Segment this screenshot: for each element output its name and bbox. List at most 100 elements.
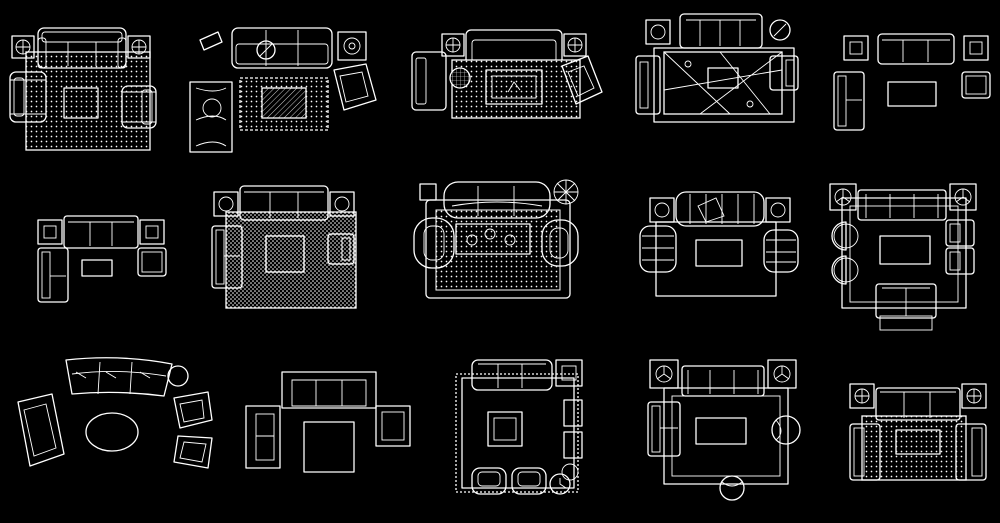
side-table [337,31,367,61]
sofa [877,33,955,65]
layout-2 [189,27,377,153]
layout-14 [647,359,801,501]
rug-inner [849,205,959,303]
layout-12 [245,371,411,473]
curved-sectional [189,81,233,153]
end-table-left [441,33,465,57]
round-side-table [167,365,189,387]
coffee-table [81,259,113,277]
armchair-right-top [173,391,213,429]
loveseat [211,225,243,289]
square-coffee-table [63,87,99,119]
square-coffee-table [265,235,305,273]
loveseat [833,71,865,131]
armchair-right [375,405,411,447]
end-table-right [963,35,989,61]
sofa [857,189,947,221]
side-cabinets [563,399,583,459]
armchair [561,55,603,105]
armchair-left [849,423,881,481]
end-table-left [11,35,35,59]
end-table-left [849,383,875,409]
end-table-left [37,219,63,245]
armchair-left [413,217,455,269]
armchair [769,55,799,91]
tufted-armchair-right [763,229,799,273]
sofa [443,181,551,219]
layout-15 [849,383,987,481]
square-coffee-table [303,421,355,473]
rug-border [425,199,571,299]
sofa [231,27,333,69]
end-table-left [649,197,675,223]
sofa [239,185,329,221]
armchair-left [9,71,47,123]
dotted-rug [225,211,357,309]
coffee-table [707,67,739,89]
layout-6 [37,215,167,303]
coffee-table [895,429,941,455]
armchair-top-right [945,219,975,247]
armchair-right [121,85,157,129]
coffee-table [455,223,531,255]
loveseat [635,55,661,115]
end-table-right [949,183,977,211]
layout-11 [17,357,213,469]
end-table-right [765,197,791,223]
layout-8 [413,179,579,299]
sofa [471,359,553,391]
loveseat [875,283,937,331]
end-table-left [843,35,869,61]
sofa [679,13,763,49]
layout-5 [833,33,991,131]
layout-4 [635,13,799,123]
loveseat [411,51,447,111]
tufted-sofa [675,191,765,227]
rug-outer [841,197,967,309]
ottoman [137,247,167,277]
layout-3 [411,29,603,119]
dotted-rug [25,51,151,151]
armchair-top-left [831,221,859,251]
loveseat [647,401,681,457]
armchair-left [245,405,281,469]
coffee-table [887,81,937,107]
tufted-armchair-left [639,225,677,273]
coffee-table [695,239,743,267]
end-table-left [649,359,679,389]
square-coffee-table [487,411,523,447]
sofa [63,215,139,249]
round-chair-bottom [719,475,745,501]
layout-10 [829,183,977,331]
three-seat-sofa [37,27,127,69]
dotted-rug [861,415,967,481]
rug-inner [671,395,781,477]
loveseat [37,247,69,303]
rug [655,221,777,297]
end-table-left [829,183,857,211]
side-table [419,183,437,201]
oval-coffee-table [85,412,139,452]
coffee-table [485,69,543,105]
end-table-right [127,35,151,59]
rectangular-coffee-table [261,87,307,119]
end-table-right [563,33,587,57]
armchair-left [17,393,65,467]
end-table-left [213,191,239,217]
coffee-table [879,235,931,265]
layout-1 [9,27,157,151]
sofa [681,365,765,397]
floor-lamp [769,19,791,41]
dotted-rug [435,209,561,291]
dotted-rug [451,59,581,119]
end-table-right [961,383,987,409]
end-table [555,359,583,387]
end-table [645,19,671,45]
armchair [333,63,377,111]
round-chair-right [771,415,801,445]
coffee-table [695,417,747,445]
armchair-right-bottom [173,435,213,469]
armchair [327,233,355,265]
